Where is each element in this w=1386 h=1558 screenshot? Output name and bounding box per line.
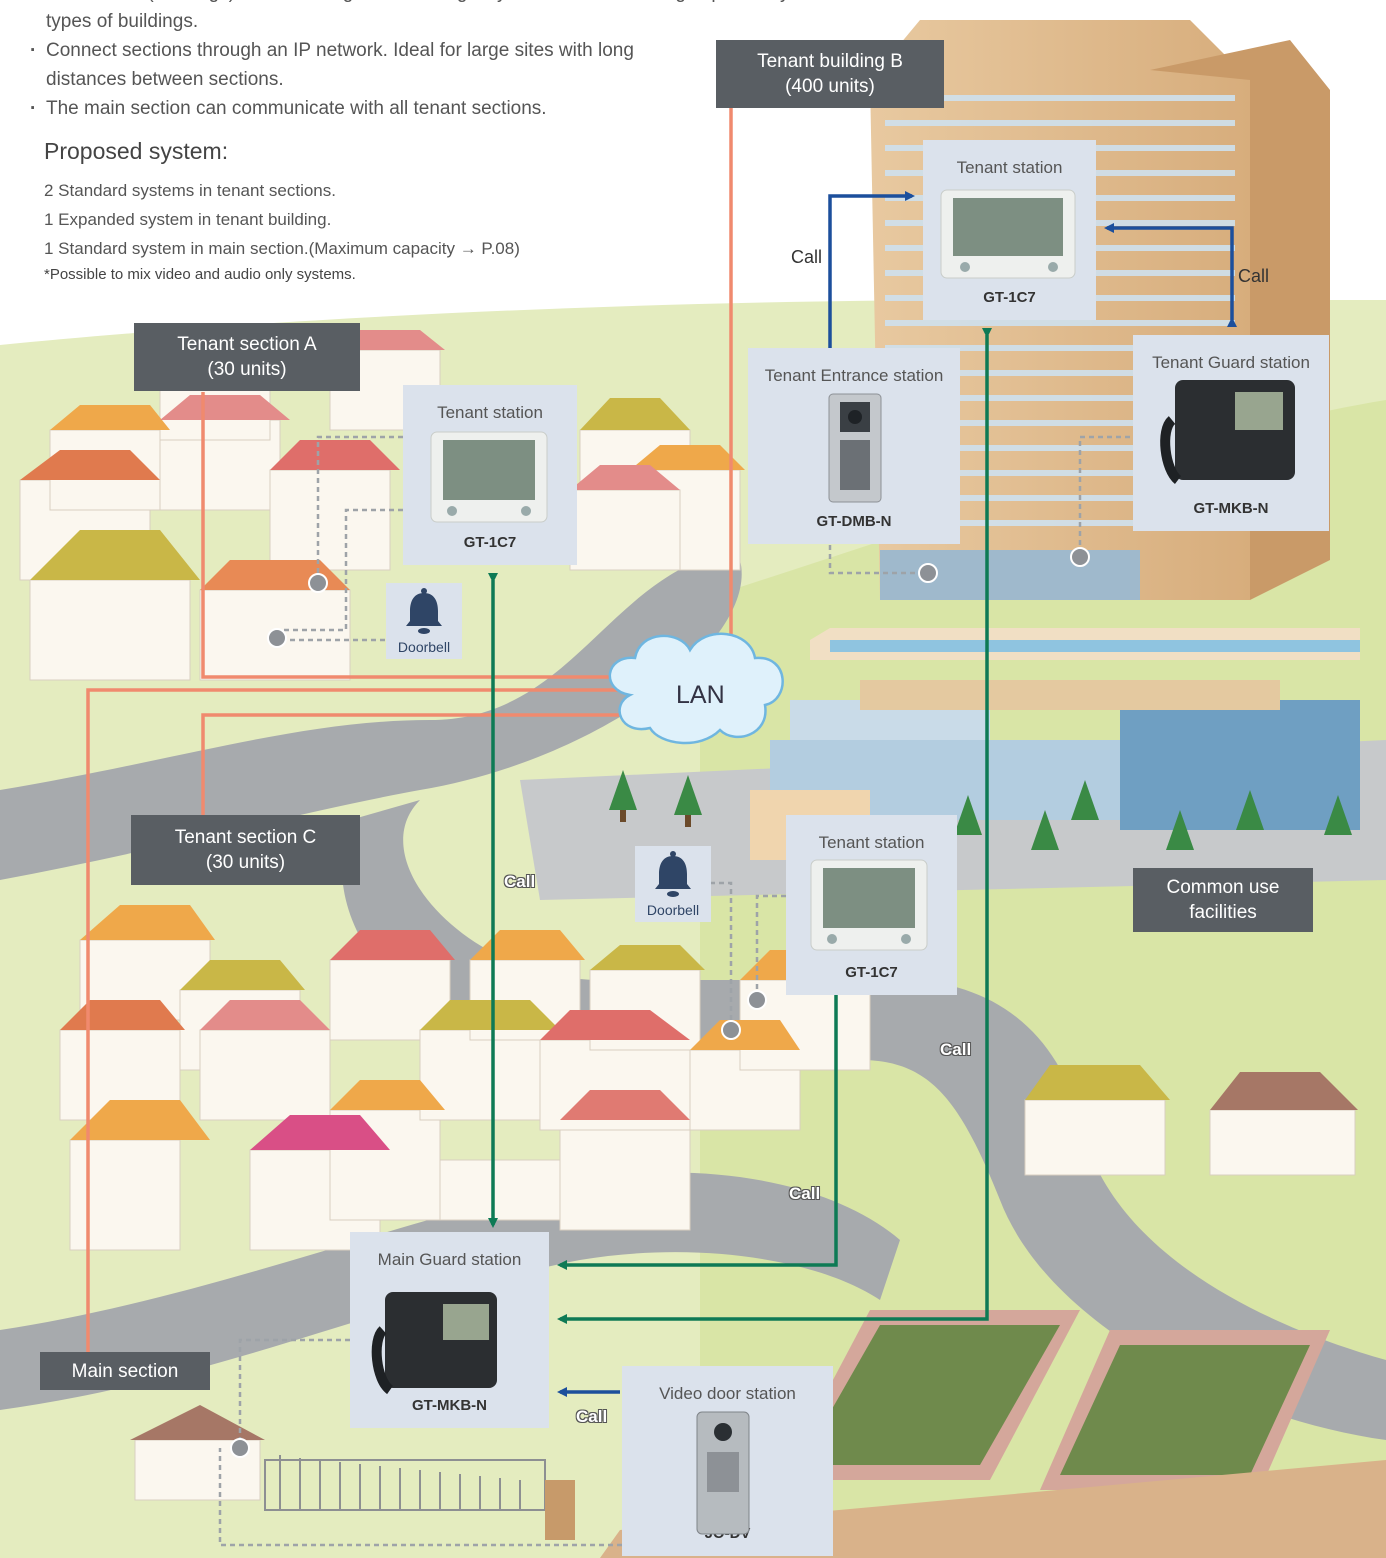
video-door-model: JO-DV bbox=[704, 1525, 751, 1542]
intro-bullets: All sections (buildings) can be configur… bbox=[26, 0, 941, 123]
tenant-c-station-title: Tenant station bbox=[818, 833, 925, 852]
road-main bbox=[341, 800, 1386, 1440]
tennis-courts bbox=[780, 1310, 1330, 1490]
proposed-line-3: 1 Standard system in main section.(Maxim… bbox=[44, 239, 520, 258]
call-label-tenant-guard: Call bbox=[1238, 266, 1270, 286]
intro-bullet-3: The main section can communicate with al… bbox=[26, 94, 946, 123]
doorbell-section-c: Doorbell bbox=[635, 846, 711, 922]
tenant-section-c-units: (30 units) bbox=[205, 852, 286, 873]
lan-label: LAN bbox=[676, 681, 725, 709]
doorbell-label-a: Doorbell bbox=[397, 639, 451, 655]
call-label-entrance: Call bbox=[791, 247, 823, 267]
houses-right bbox=[1024, 1065, 1358, 1176]
tenant-a-station-panel: Tenant station GT-1C7 bbox=[403, 385, 577, 565]
tenant-guard-model: GT-MKB-N bbox=[1193, 500, 1269, 517]
tenant-section-a-label: Tenant section A (30 units) bbox=[134, 323, 360, 391]
tenant-entrance-panel: Tenant Entrance station GT-DMB-N bbox=[748, 348, 960, 544]
tenant-c-station-model: GT-1C7 bbox=[845, 964, 898, 981]
proposed-system-title: Proposed system: bbox=[44, 138, 229, 164]
tenant-building-b-units: (400 units) bbox=[785, 76, 875, 97]
call-label-video-door: Call bbox=[576, 1407, 608, 1426]
video-door-title: Video door station bbox=[659, 1384, 796, 1403]
bell-icon bbox=[655, 851, 691, 897]
intro-bullet-1: All sections (buildings) can be configur… bbox=[26, 0, 946, 36]
road bbox=[0, 560, 742, 880]
tenant-a-station-title: Tenant station bbox=[437, 403, 543, 422]
main-guard-panel: Main Guard station GT-MKB-N bbox=[350, 1232, 549, 1428]
tenant-b-station-panel: Tenant station GT-1C7 bbox=[923, 140, 1096, 320]
main-section-name: Main section bbox=[71, 1360, 179, 1382]
common-facilities-name: Common use facilities bbox=[1166, 877, 1280, 923]
call-arrows bbox=[488, 191, 1237, 1397]
tenant-entrance-title: Tenant Entrance station bbox=[764, 366, 944, 385]
tenant-building-b-name: Tenant building B bbox=[757, 51, 903, 72]
tenant-b-station-title: Tenant station bbox=[956, 158, 1063, 177]
tenant-section-c-name: Tenant section C bbox=[174, 827, 317, 848]
mix-systems-note: *Possible to mix video and audio only sy… bbox=[44, 266, 356, 283]
common-facilities-label: Common use facilities bbox=[1133, 868, 1313, 932]
call-label-section-c: Call bbox=[789, 1184, 821, 1203]
tenant-a-station-model: GT-1C7 bbox=[463, 534, 517, 551]
tenant-section-a-name: Tenant section A bbox=[177, 334, 317, 355]
bell-icon bbox=[406, 588, 442, 634]
tenant-b-station-model: GT-1C7 bbox=[983, 289, 1036, 306]
tenant-section-a-units: (30 units) bbox=[207, 359, 287, 380]
tenant-section-c-label: Tenant section C (30 units) bbox=[131, 815, 360, 885]
tenant-entrance-model: GT-DMB-N bbox=[816, 513, 892, 530]
main-guard-title: Main Guard station bbox=[377, 1250, 522, 1269]
tenant-guard-panel: Tenant Guard station GT-MKB-N bbox=[1133, 335, 1329, 531]
proposed-system-lines: 2 Standard systems in tenant sections. 1… bbox=[44, 176, 520, 263]
proposed-line-1: 2 Standard systems in tenant sections. bbox=[44, 181, 336, 200]
tenant-guard-title: Tenant Guard station bbox=[1152, 353, 1310, 372]
tenant-building-b-label: Tenant building B (400 units) bbox=[716, 40, 944, 108]
doorbell-section-a: Doorbell bbox=[386, 583, 462, 659]
intro-bullet-2: Connect sections through an IP network. … bbox=[26, 36, 686, 94]
main-guard-model: GT-MKB-N bbox=[412, 1397, 487, 1414]
dashed-connectors bbox=[218, 435, 1130, 1547]
video-door-panel: Video door station JO-DV bbox=[622, 1366, 833, 1556]
tenant-c-station-panel: Tenant station GT-1C7 bbox=[786, 815, 957, 995]
call-label-section-a: Call bbox=[504, 872, 536, 891]
call-label-building-b: Call bbox=[940, 1040, 972, 1059]
doorbell-label-c: Doorbell bbox=[646, 902, 700, 918]
lan-cloud bbox=[608, 632, 784, 745]
main-section-label: Main section bbox=[40, 1352, 210, 1390]
proposed-line-2: 1 Expanded system in tenant building. bbox=[44, 210, 332, 229]
